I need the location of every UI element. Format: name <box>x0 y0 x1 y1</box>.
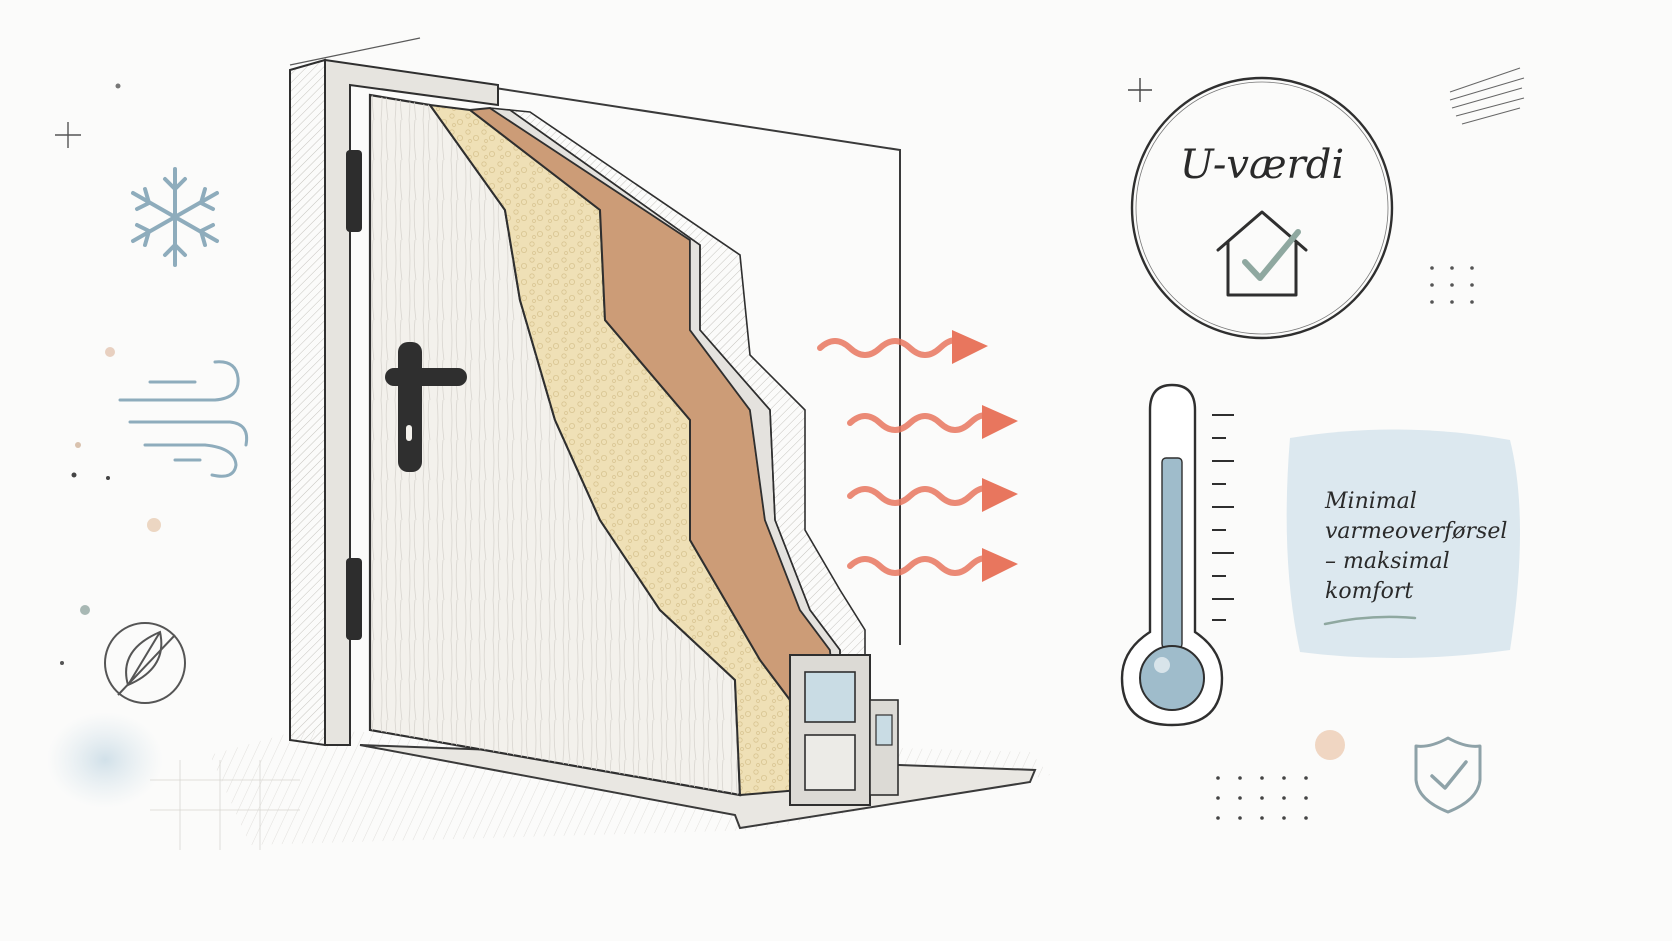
note-line-1: Minimal <box>1324 489 1417 514</box>
hatch-mark-right <box>1449 67 1525 125</box>
note-line-3: – maksimal <box>1325 549 1450 574</box>
dot-grid-right-top <box>1430 266 1474 304</box>
thermometer-icon <box>1120 383 1234 727</box>
note-line-4: komfort <box>1325 579 1413 604</box>
wind-icon <box>118 360 249 478</box>
hinge-top <box>346 150 362 232</box>
door-frame <box>289 58 499 747</box>
heat-wave-arrow-icon <box>817 330 988 364</box>
floor-grid-sketch <box>150 760 300 850</box>
heat-wave-arrow-icon <box>847 548 1018 582</box>
threshold-profile <box>789 654 899 806</box>
decor-dots-left <box>60 83 161 665</box>
note-line-2: varmeoverførsel <box>1325 519 1507 544</box>
decor-dot-peach <box>1315 730 1345 760</box>
snowflake-icon <box>131 167 219 267</box>
house-check-icon <box>1216 210 1308 297</box>
hinge-bottom <box>346 558 362 640</box>
u-value-title: U-værdi <box>1180 142 1344 188</box>
sparkle-icon <box>55 122 81 148</box>
back-wall-outline <box>289 37 901 645</box>
watercolor-wash-left <box>47 712 163 808</box>
shield-check-icon <box>1414 736 1482 814</box>
u-value-badge: U-værdi <box>1130 76 1394 340</box>
note-card: Minimal varmeoverførsel – maksimal komfo… <box>1286 429 1520 659</box>
heat-wave-arrow-icon <box>847 405 1018 439</box>
dot-grid-right-bottom <box>1216 776 1308 820</box>
door-handle <box>385 342 467 472</box>
sparkle-icon-right <box>1128 78 1152 102</box>
heat-wave-arrow-icon <box>847 478 1018 512</box>
leaf-icon <box>104 622 186 704</box>
